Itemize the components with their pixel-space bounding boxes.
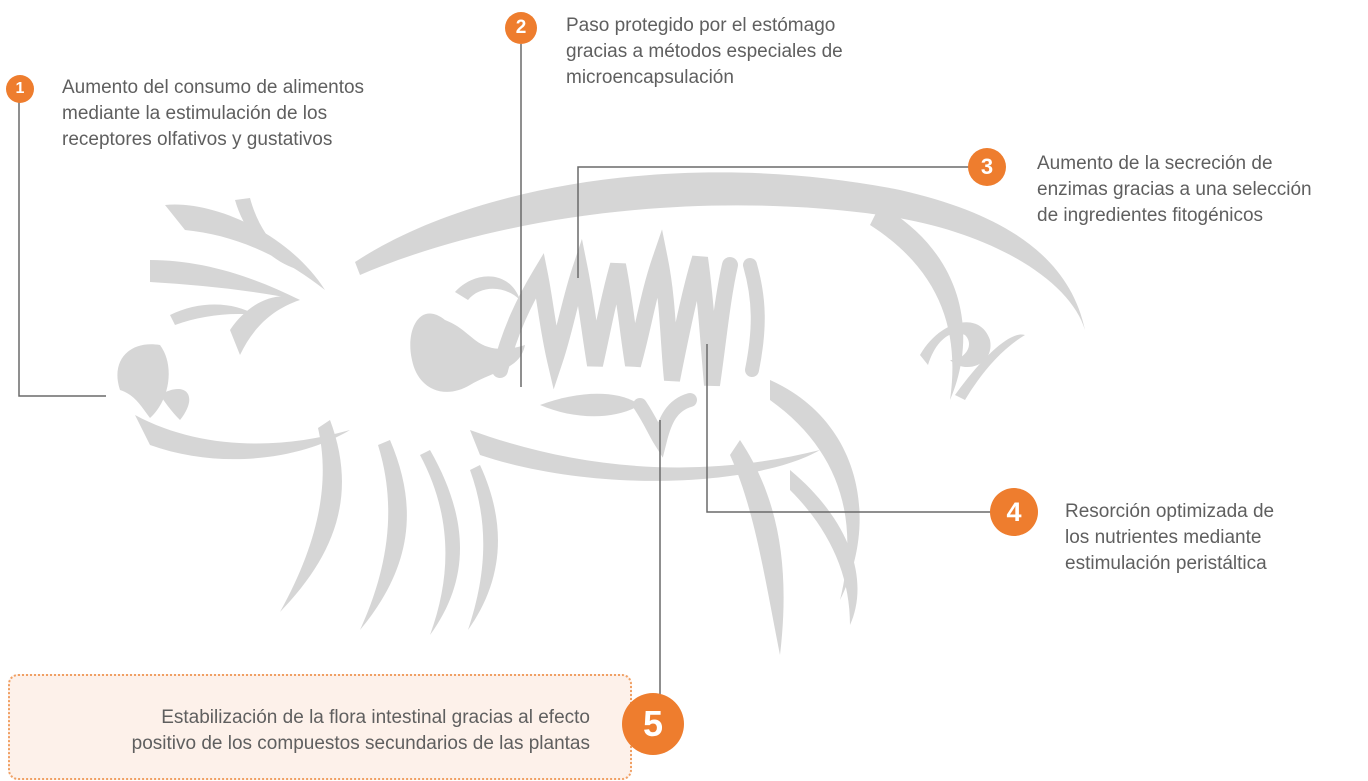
step-2-line: microencapsulación bbox=[566, 66, 734, 88]
pig-front-leg-2 bbox=[360, 440, 407, 630]
step-5-line: positivo de los compuestos secundarios d… bbox=[131, 732, 590, 754]
pig-snout bbox=[117, 344, 169, 418]
pig-intestine-coil bbox=[492, 229, 738, 390]
pig-rump bbox=[870, 205, 964, 400]
leader-line-1 bbox=[18, 102, 106, 397]
pig-hind-leg-1 bbox=[730, 440, 784, 655]
pig-tail bbox=[920, 322, 991, 368]
step-2-badge: 2 bbox=[505, 12, 537, 44]
pig-tail-tip bbox=[955, 334, 1025, 400]
step-3-line: enzimas gracias a una selección bbox=[1037, 178, 1312, 200]
step-5-callout bbox=[8, 674, 632, 780]
leader-lines bbox=[18, 44, 993, 695]
pig-stomach-hook bbox=[455, 276, 520, 300]
pig-ear-inner bbox=[235, 198, 300, 270]
pig-snout-front bbox=[160, 389, 190, 420]
step-4-line: los nutrientes mediante bbox=[1065, 526, 1262, 548]
step-3-badge: 3 bbox=[968, 148, 1006, 186]
step-4-line: Resorción optimizada de bbox=[1065, 501, 1275, 522]
step-3-line: Aumento de la secreción de bbox=[1037, 153, 1273, 174]
pig-eye bbox=[170, 304, 255, 325]
step-4-line: estimulación peristáltica bbox=[1065, 552, 1267, 574]
pig-jaw bbox=[135, 415, 350, 460]
pig-silhouette bbox=[117, 172, 1085, 655]
step-1-line: receptores olfativos y gustativos bbox=[62, 128, 333, 150]
pig-back-stroke bbox=[355, 172, 1085, 330]
step-2-description: Paso protegido por el estómago gracias a… bbox=[566, 13, 843, 90]
leader-line-3 bbox=[577, 166, 974, 278]
step-4-description: Resorción optimizada de los nutrientes m… bbox=[1065, 499, 1274, 576]
pig-head-top bbox=[150, 260, 300, 300]
pig-front-leg-4 bbox=[468, 465, 498, 630]
pig-hind-leg-2 bbox=[770, 380, 860, 600]
step-1-line: mediante la estimulación de los bbox=[62, 102, 328, 124]
step-1-badge: 1 bbox=[6, 75, 34, 103]
step-5-description: Estabilización de la flora intestinal gr… bbox=[22, 705, 590, 757]
step-1-line: Aumento del consumo de alimentos bbox=[62, 77, 365, 98]
pig-front-leg-3 bbox=[420, 450, 460, 635]
step-2-line: Paso protegido por el estómago bbox=[566, 15, 836, 36]
step-3-description: Aumento de la secreción de enzimas graci… bbox=[1037, 151, 1312, 228]
pig-cheek bbox=[230, 296, 300, 355]
step-2-line: gracias a métodos especiales de bbox=[566, 40, 843, 62]
step-1-number: 1 bbox=[15, 80, 25, 97]
leader-line-4 bbox=[706, 344, 993, 513]
step-4-badge: 4 bbox=[990, 488, 1038, 536]
step-3-number: 3 bbox=[980, 154, 994, 179]
pig-intestine-loop bbox=[540, 393, 640, 417]
pig-front-leg-1 bbox=[280, 420, 342, 612]
step-5-badge: 5 bbox=[622, 693, 684, 755]
pig-belly bbox=[470, 430, 820, 481]
step-1-description: Aumento del consumo de alimentos mediant… bbox=[62, 75, 364, 152]
step-5-number: 5 bbox=[642, 703, 664, 744]
step-5-line: Estabilización de la flora intestinal gr… bbox=[161, 707, 590, 728]
pig-hind-leg-3 bbox=[790, 470, 858, 625]
step-4-number: 4 bbox=[1006, 496, 1022, 527]
step-2-number: 2 bbox=[515, 17, 527, 38]
pig-ear bbox=[165, 204, 325, 290]
pig-colon bbox=[743, 258, 765, 377]
step-3-line: de ingredientes fitogénicos bbox=[1037, 204, 1264, 226]
pig-intestine-lower bbox=[633, 393, 697, 458]
